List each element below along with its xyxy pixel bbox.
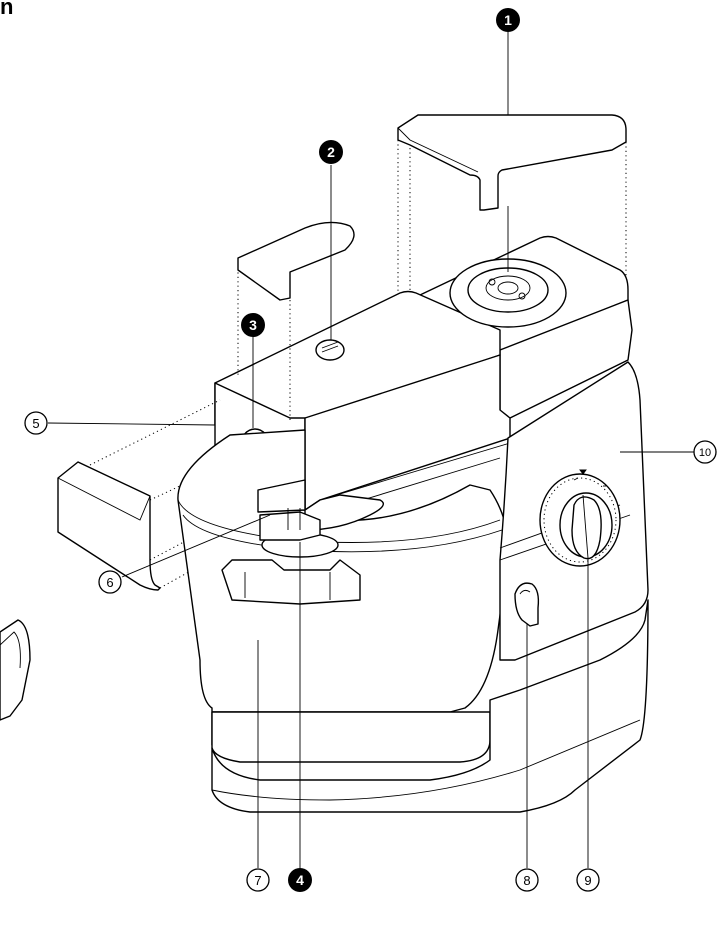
- svg-text:3: 3: [249, 317, 257, 333]
- head-release-lever: [514, 582, 540, 627]
- callout-7: 7: [246, 868, 270, 892]
- callout-1: 1: [496, 8, 520, 32]
- callout-10: 10: [693, 440, 717, 464]
- svg-text:4: 4: [296, 872, 304, 888]
- svg-text:10: 10: [699, 447, 711, 459]
- callout-6: 6: [98, 570, 122, 594]
- callout-2: 2: [319, 140, 343, 164]
- corner-label: n: [0, 0, 14, 19]
- svg-text:9: 9: [584, 873, 591, 888]
- callout-9: 9: [576, 868, 600, 892]
- callout-5: 5: [24, 411, 48, 435]
- high-speed-outlet: [449, 258, 567, 328]
- callout-8: 8: [515, 868, 539, 892]
- svg-text:5: 5: [32, 416, 39, 431]
- medium-speed-outlet: [315, 339, 345, 361]
- leader-lines: [47, 32, 702, 868]
- drive-shaft: [257, 479, 384, 541]
- svg-text:7: 7: [254, 873, 261, 888]
- outlet-cover-slow-speed: [57, 461, 161, 591]
- svg-text:1: 1: [504, 12, 512, 28]
- callout-4: 4: [288, 868, 312, 892]
- cover-1-projection-lines: [397, 140, 627, 300]
- partial-attachment: [0, 619, 31, 721]
- svg-text:8: 8: [523, 873, 530, 888]
- svg-text:2: 2: [327, 144, 335, 160]
- outlet-cover-medium-speed: [237, 221, 355, 301]
- callout-3: 3: [241, 313, 265, 337]
- svg-text:6: 6: [106, 575, 113, 590]
- outlet-cover-high-speed: [397, 114, 627, 211]
- cover-2-projection-lines: [237, 165, 332, 420]
- speed-control-dial: [539, 469, 621, 567]
